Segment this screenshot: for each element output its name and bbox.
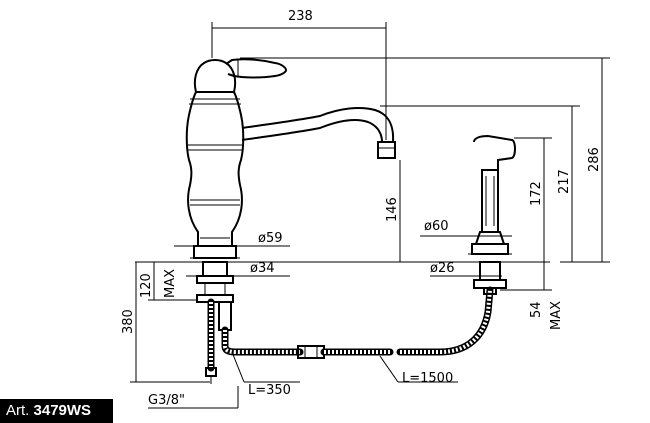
article-prefix: Art. [6, 402, 30, 419]
article-label: Art. 3479WS [0, 399, 113, 423]
dim-hose-length-tap: L=350 [248, 383, 291, 398]
dim-total-height: 286 [587, 147, 602, 172]
dim-shank-length: 380 [121, 309, 136, 334]
dim-deck-max: 120 [139, 273, 154, 298]
dim-spout-clearance: 146 [385, 197, 400, 222]
article-code: 3479WS [33, 402, 92, 419]
hand-spray [468, 134, 516, 295]
dim-shank-diameter: ø34 [250, 261, 275, 276]
dim-body-diameter: ø59 [258, 231, 283, 246]
dim-spray-shank-diameter: ø26 [430, 261, 455, 276]
dim-spout-reach: 238 [288, 9, 313, 24]
dim-spout-height: 217 [557, 169, 572, 194]
dim-spray-height: 172 [529, 181, 544, 206]
mixer-tap [185, 58, 396, 384]
dim-spray-base-diameter: ø60 [424, 219, 449, 234]
dim-spray-deck-max: 54 [529, 301, 544, 318]
dim-inlet-thread: G3/8" [148, 393, 185, 408]
dim-hose-length-spray: L=1500 [402, 371, 453, 386]
dim-deck-max-label: MAX [163, 269, 178, 298]
dim-spray-deck-max-label: MAX [549, 301, 564, 330]
